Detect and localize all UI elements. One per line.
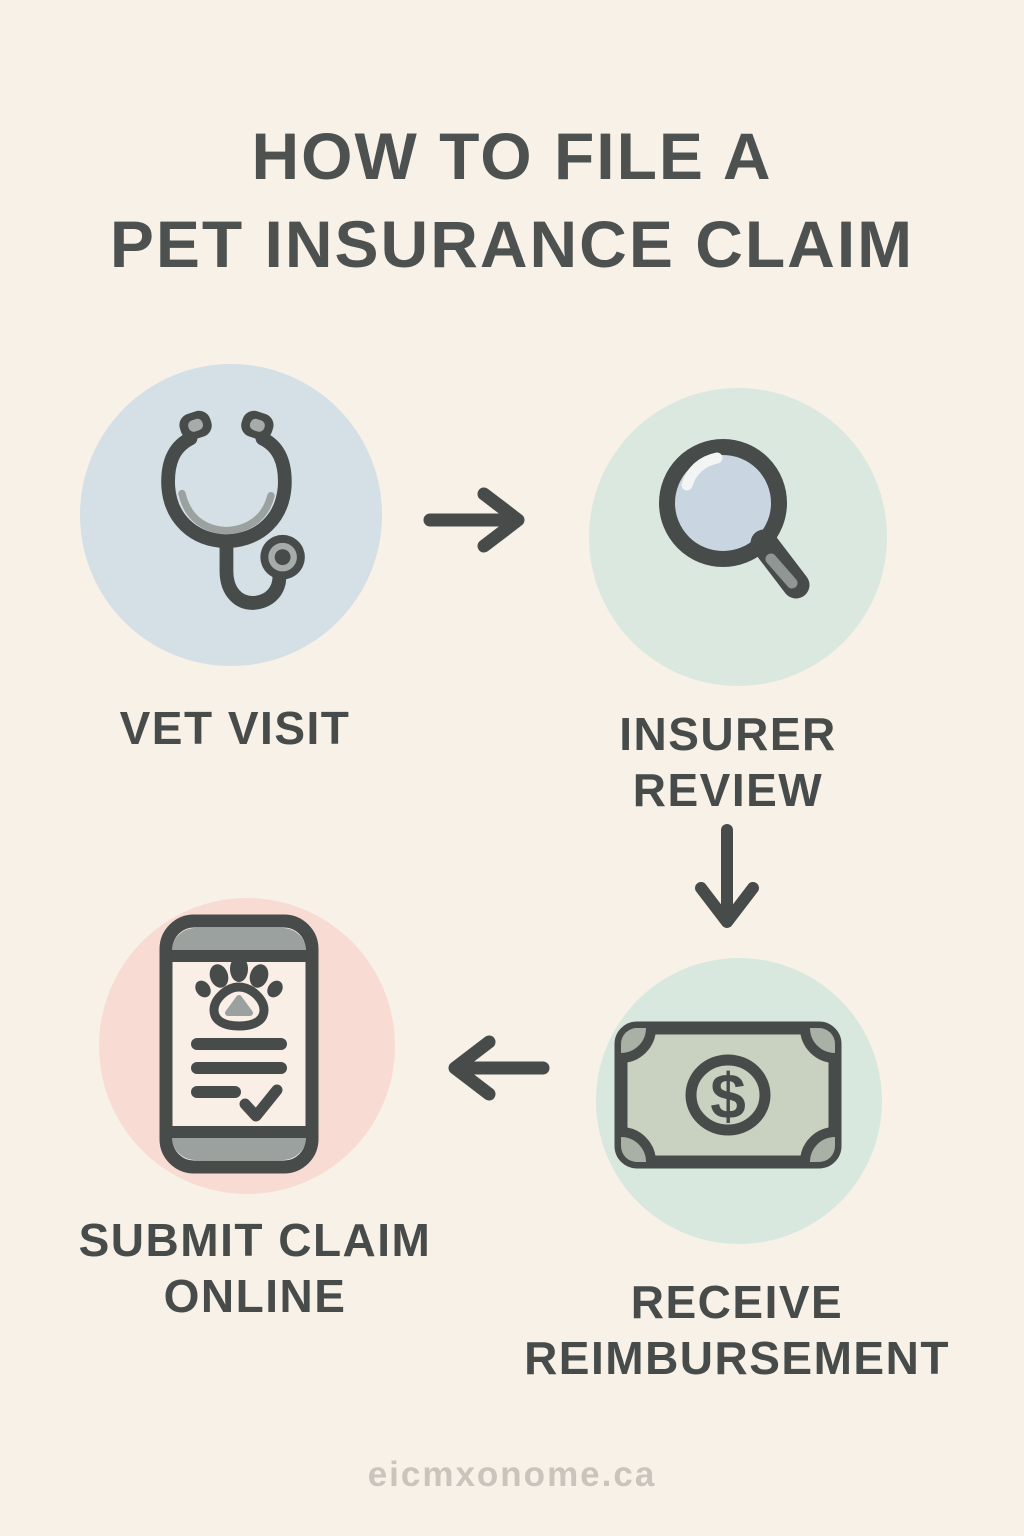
step-label-line: SUBMIT CLAIM <box>78 1214 432 1266</box>
checkmark-icon <box>239 1084 283 1122</box>
svg-text:$: $ <box>710 1060 746 1132</box>
watermark: eicmxonome.ca <box>367 1455 657 1494</box>
arrow-down-icon <box>695 824 759 928</box>
step-label-line: INSURER <box>619 708 837 760</box>
magnifying-glass-icon <box>659 439 810 599</box>
step-label-insurer-review: INSURER REVIEW <box>498 706 958 818</box>
paw-print-icon <box>195 956 283 998</box>
step-label-submit-claim-online: SUBMIT CLAIM ONLINE <box>25 1212 485 1324</box>
phone-claim-icon <box>159 914 319 1174</box>
banknote-dollar-icon: $ <box>614 1021 842 1169</box>
stethoscope-icon <box>161 410 305 610</box>
title-line-2: PET INSURANCE CLAIM <box>109 207 915 281</box>
arrow-right-icon <box>423 487 525 553</box>
step-circle-receive-reimbursement: $ <box>596 958 882 1244</box>
step-circle-submit-claim-online <box>99 898 395 1194</box>
step-label-line: RECEIVE <box>630 1276 844 1328</box>
step-label-line: REVIEW <box>632 764 824 816</box>
step-label-line: VET VISIT <box>119 702 351 754</box>
step-circle-vet-visit <box>80 364 382 666</box>
step-label-vet-visit: VET VISIT <box>5 700 465 756</box>
arrow-left-icon <box>448 1035 550 1101</box>
step-label-line: REIMBURSEMENT <box>524 1332 950 1384</box>
step-circle-insurer-review <box>589 388 887 686</box>
title-line-1: HOW TO FILE A <box>251 119 773 193</box>
page-title: HOW TO FILE A PET INSURANCE CLAIM <box>0 112 1024 288</box>
step-label-line: ONLINE <box>163 1270 347 1322</box>
step-label-receive-reimbursement: RECEIVE REIMBURSEMENT <box>507 1274 967 1386</box>
